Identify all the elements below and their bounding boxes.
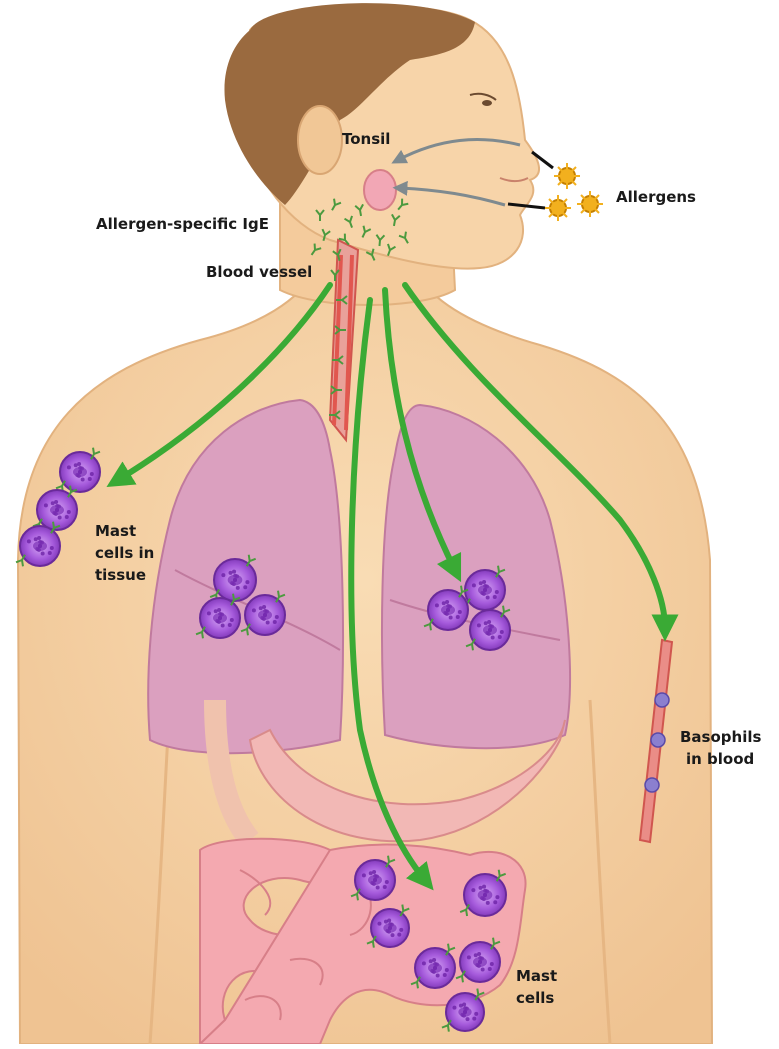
mast-cell	[60, 452, 100, 492]
mast-cells-tissue-label-line2: cells in	[95, 544, 154, 563]
mast-cell	[355, 860, 395, 900]
tonsil	[364, 170, 396, 210]
mast-cell	[470, 610, 510, 650]
mast-cell	[460, 942, 500, 982]
blood-vessel-label: Blood vessel	[206, 263, 312, 282]
mast-cell	[415, 948, 455, 988]
mast-cell	[37, 490, 77, 530]
basophils-label-line2: in blood	[686, 750, 754, 769]
mast-cell	[446, 993, 484, 1031]
allergen-icon	[577, 191, 603, 217]
basophil	[651, 733, 665, 747]
mast-cell	[465, 570, 505, 610]
mast-cell	[200, 598, 240, 638]
tonsil-label: Tonsil	[342, 130, 390, 149]
mast-cells-gut-label-line1: Mast	[516, 967, 557, 986]
mast-cell	[371, 909, 409, 947]
basophils-label-line1: Basophils	[680, 728, 761, 747]
mast-cell	[214, 559, 256, 601]
mast-cell	[428, 590, 468, 630]
mast-cell	[20, 526, 60, 566]
allergens-label: Allergens	[616, 188, 696, 207]
allergen-particles	[545, 163, 603, 221]
basophil	[655, 693, 669, 707]
allergen-icon	[545, 195, 571, 221]
mast-cell	[245, 595, 285, 635]
basophil	[645, 778, 659, 792]
mast-cells-tissue-label-line1: Mast	[95, 522, 136, 541]
allergen-icon	[554, 163, 580, 189]
mast-cells-gut-label-line2: cells	[516, 989, 554, 1008]
ige-label: Allergen-specific IgE	[96, 215, 269, 234]
mast-cell	[464, 874, 506, 916]
mast-cells-tissue-label-line3: tissue	[95, 566, 146, 585]
